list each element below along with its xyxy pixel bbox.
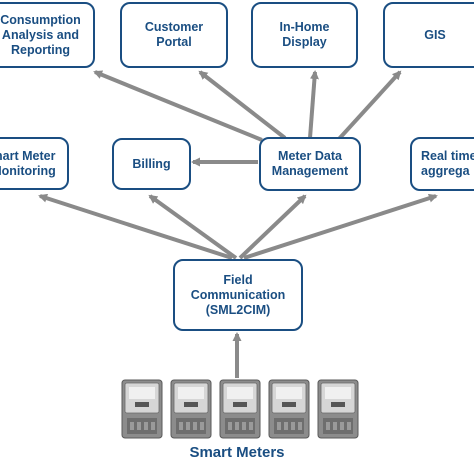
arrow-field-to-monitoring xyxy=(38,193,233,260)
smart-meter-icon xyxy=(317,379,359,439)
arrow-field-to-mdm xyxy=(238,194,307,260)
smart-meters-label: Smart Meters xyxy=(189,444,285,461)
arrow-field-to-billing xyxy=(148,194,238,260)
arrow-field-to-realtime xyxy=(243,193,438,260)
arrow-mdm-to-in-home-display xyxy=(308,70,319,139)
smart-meters-group xyxy=(121,379,359,439)
smart-meter-icon xyxy=(219,379,261,439)
arrow-mdm-to-consumption xyxy=(93,70,263,142)
node-gis: GIS xyxy=(383,2,474,68)
smart-meter-icon xyxy=(170,379,212,439)
node-customer-portal: Customer Portal xyxy=(120,2,228,68)
node-meter-data-management: Meter Data Management xyxy=(259,137,361,191)
node-realtime-aggregation: Real time aggrega xyxy=(410,137,474,191)
arrow-mdm-to-gis xyxy=(336,70,402,142)
smart-meter-icon xyxy=(268,379,310,439)
node-in-home-display: In-Home Display xyxy=(251,2,358,68)
node-billing: Billing xyxy=(112,138,191,190)
arrow-mdm-to-customer-portal xyxy=(198,70,287,140)
node-smart-meter-monitoring: mart Meter Monitoring xyxy=(0,137,69,190)
node-consumption-analysis: Consumption Analysis and Reporting xyxy=(0,2,95,68)
smart-meter-icon xyxy=(121,379,163,439)
node-field-communication: Field Communication (SML2CIM) xyxy=(173,259,303,331)
